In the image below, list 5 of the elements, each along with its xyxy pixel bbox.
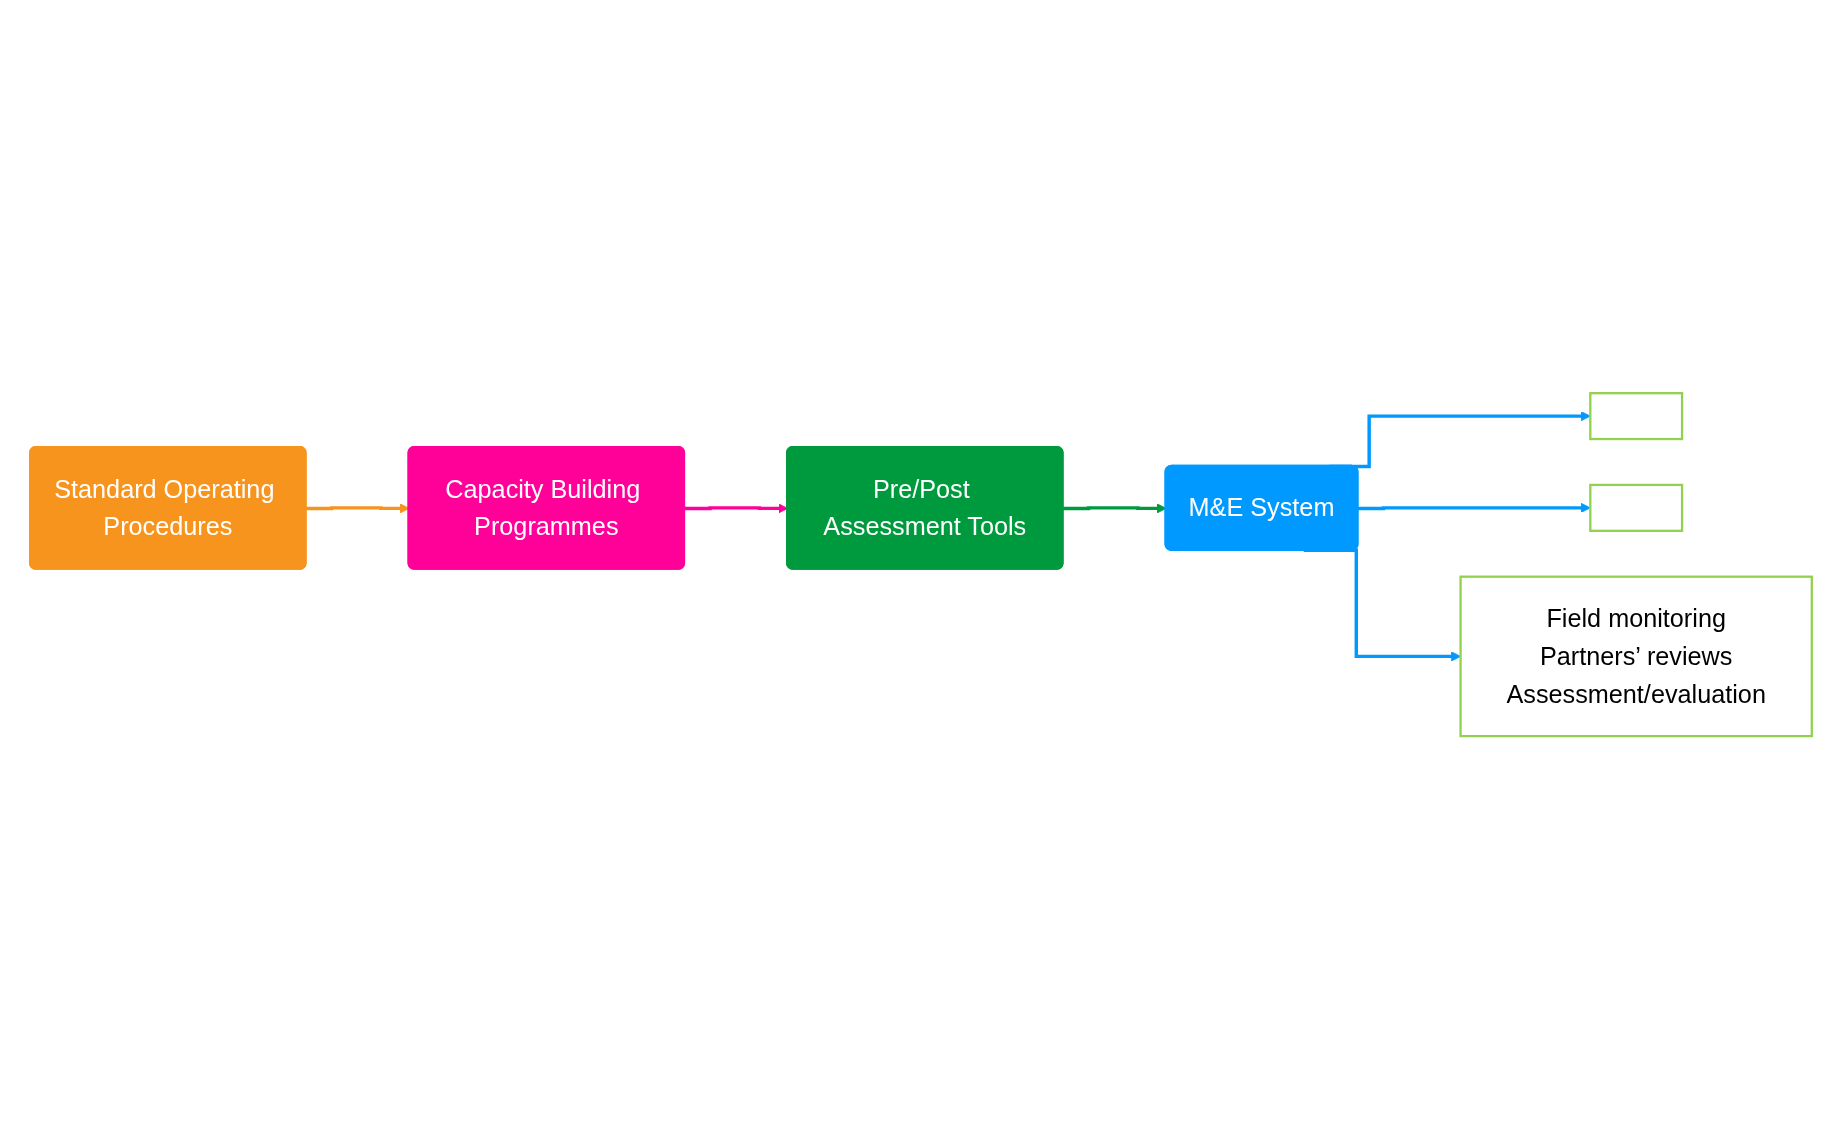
node-box — [1589, 392, 1684, 441]
node-box — [1459, 575, 1813, 738]
node-box — [1589, 484, 1684, 533]
arrow — [1357, 503, 1591, 514]
flowchart: Standard Operating Procedures Capacity Building Programmes Pre/Post Assessment Tools M&E System Field monitoring Partners’ reviews Assessment/evaluation — [21, 384, 1821, 746]
